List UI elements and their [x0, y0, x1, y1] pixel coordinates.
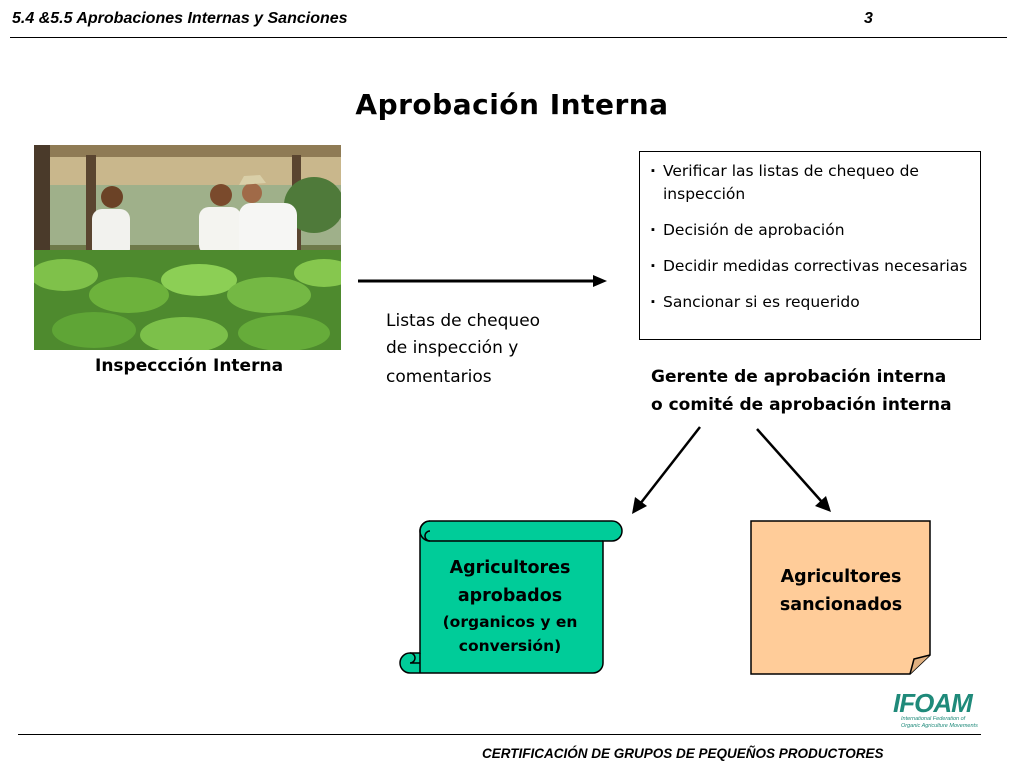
page-number: 3 — [864, 10, 873, 27]
task-item: Decidir medidas correctivas necesarias — [650, 255, 970, 278]
flow-arrow-right — [358, 275, 607, 287]
footer-text: CERTIFICACIÓN DE GRUPOS DE PEQUEÑOS PROD… — [482, 746, 884, 761]
photo-caption: Inspeccción Interna — [95, 356, 284, 376]
manager-line1: Gerente de aprobación interna — [651, 367, 947, 387]
ifoam-wordmark: IFOAM — [893, 688, 973, 718]
flow-label-line2: de inspección y — [386, 338, 519, 358]
sanctioned-farmers-label: Agricultores sancionados — [752, 563, 930, 619]
approved-line4: conversión) — [458, 637, 562, 655]
sanctioned-line1: Agricultores — [780, 567, 902, 587]
inspection-photo-illustration — [34, 145, 341, 350]
decision-arrows — [632, 426, 831, 514]
tasks-box: Verificar las listas de chequeo de inspe… — [639, 151, 981, 340]
approved-line2: aprobados — [457, 586, 563, 606]
task-item: Verificar las listas de chequeo de inspe… — [650, 160, 970, 206]
arrow-to-approved — [639, 426, 701, 505]
approved-farmers-label: Agricultores aprobados (organicos y en c… — [420, 554, 600, 658]
section-title: 5.4 &5.5 Aprobaciones Internas y Sancion… — [12, 10, 348, 27]
approved-line1: Agricultores — [449, 558, 571, 578]
task-item: Decisión de aprobación — [650, 219, 970, 242]
ifoam-logo: IFOAM International Federation of Organi… — [893, 690, 988, 730]
header-rule — [10, 37, 1007, 38]
ifoam-tagline1: International Federation of — [901, 716, 966, 722]
flow-label-line1: Listas de chequeo — [386, 311, 541, 331]
approved-line3: (organicos y en — [442, 613, 578, 631]
manager-label: Gerente de aprobación interna o comité d… — [651, 363, 952, 419]
sanctioned-note-shape — [750, 520, 931, 675]
task-item: Sancionar si es requerido — [650, 291, 970, 314]
sanctioned-line2: sancionados — [779, 595, 903, 615]
ifoam-tagline2: Organic Agriculture Movements — [901, 723, 978, 729]
flow-label: Listas de chequeo de inspección y coment… — [386, 308, 540, 391]
inspection-photo — [34, 145, 341, 350]
manager-line2: o comité de aprobación interna — [651, 395, 952, 415]
footer-rule — [18, 734, 981, 735]
flow-label-line3: comentarios — [386, 367, 492, 387]
arrow-to-sanctioned — [756, 428, 823, 503]
slide-title: Aprobación Interna — [355, 88, 669, 121]
approved-scroll-shape — [399, 520, 623, 674]
